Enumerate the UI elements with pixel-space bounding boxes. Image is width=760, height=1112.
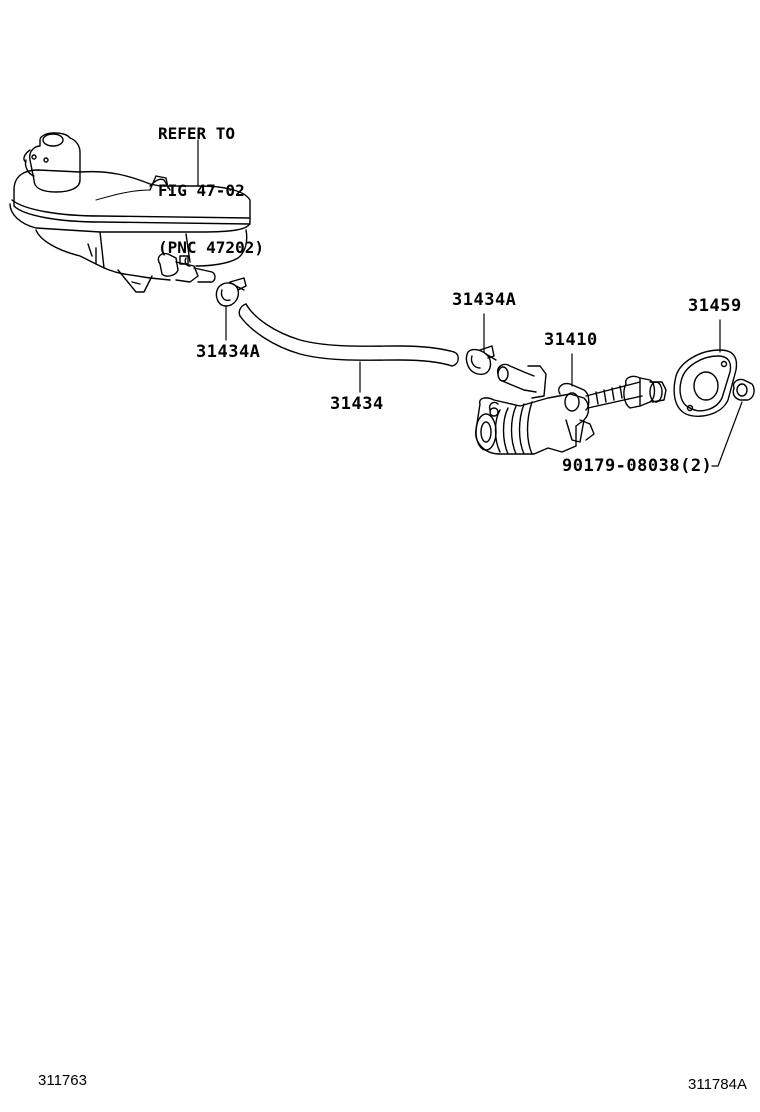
reservoir-tank-illustration: [10, 133, 250, 292]
master-cylinder-illustration: [476, 364, 666, 454]
label-master-cylinder[interactable]: 31410: [544, 330, 598, 350]
leader-nut: [712, 402, 742, 466]
reference-note: REFER TO FIG 47-02 (PNC 47202): [158, 86, 264, 276]
reference-note-line-2: FIG 47-02: [158, 181, 245, 200]
footer-code-left: 311763: [38, 1072, 87, 1089]
label-gasket[interactable]: 31459: [688, 296, 742, 316]
footer-code-right: 311784A: [688, 1076, 747, 1093]
reference-note-line-1: REFER TO: [158, 124, 236, 143]
label-nut[interactable]: 90179-08038(2): [562, 456, 713, 476]
reference-note-line-3: (PNC 47202): [158, 238, 264, 257]
hose-illustration: [239, 304, 458, 366]
label-clamp-right[interactable]: 31434A: [452, 290, 517, 310]
label-clamp-left[interactable]: 31434A: [196, 342, 261, 362]
nut-illustration: [733, 379, 754, 400]
clamp-right-illustration: [466, 346, 496, 374]
clamp-left-illustration: [216, 278, 246, 306]
gasket-illustration: [674, 350, 736, 416]
label-hose[interactable]: 31434: [330, 394, 384, 414]
leader-lines: [198, 140, 742, 466]
